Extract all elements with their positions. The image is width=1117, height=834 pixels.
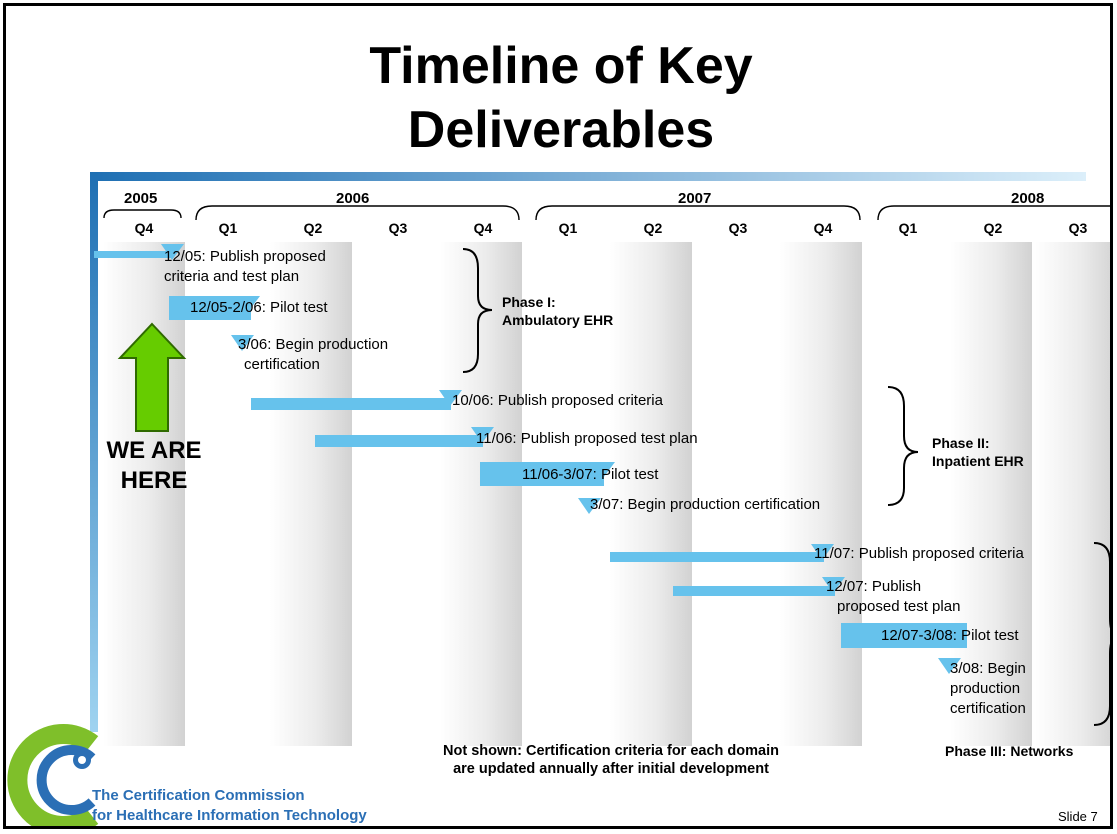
milestone-marker-m7 (578, 498, 601, 514)
bar-m9 (673, 586, 835, 596)
quarter-label: Q4 (134, 220, 154, 236)
year-label-2008: 2008 (1011, 190, 1045, 207)
milestone-label-m7: 3/07: Begin production certification (590, 496, 821, 513)
column-2005-q4 (103, 242, 185, 746)
up-arrow-icon (117, 322, 187, 432)
bar-m4 (251, 398, 451, 410)
column-2008-q2 (950, 242, 1032, 746)
cchit-logo-icon (7, 724, 99, 826)
quarter-label: Q1 (558, 220, 578, 236)
milestone-label-m11-line3: certification (950, 700, 1026, 717)
phase-3-label: Phase III: Networks (945, 743, 1074, 759)
header-line (90, 172, 1086, 181)
milestone-label-m5: 11/06: Publish proposed test plan (476, 430, 698, 447)
milestone-label-m6: 11/06-3/07: Pilot test (522, 466, 659, 483)
bar-m8 (610, 552, 824, 562)
timeline-graphics (7, 172, 1110, 826)
bar-m2 (169, 296, 251, 320)
year-label-2007: 2007 (678, 190, 712, 207)
brace-2007 (535, 205, 861, 221)
milestone-label-m2: 12/05-2/06: Pilot test (190, 299, 328, 316)
column-2006-q2 (270, 242, 352, 746)
milestone-label-m11-line1: 3/08: Begin (950, 660, 1026, 677)
column-2007-q3 (695, 242, 777, 746)
slide-title-line-2: Deliverables (407, 101, 715, 159)
organization-name-line2: for Healthcare Information Technology (92, 807, 367, 824)
bar-m5 (315, 435, 483, 447)
column-2006-q4 (440, 242, 522, 746)
quarter-label: Q3 (1068, 220, 1088, 236)
column-2007-q4 (780, 242, 862, 746)
quarter-label: Q1 (218, 220, 238, 236)
milestone-label-m1-line2: criteria and test plan (164, 268, 300, 285)
quarter-label: Q4 (473, 220, 493, 236)
phase1-brace (462, 248, 493, 373)
slide-frame: Timeline of Key Deliverables (3, 3, 1113, 829)
milestone-marker-m8 (811, 544, 834, 560)
phase-2-label-line1: Phase II: (932, 435, 990, 451)
milestone-label-m3-line2: certification (244, 356, 320, 373)
milestone-marker-m3 (231, 335, 254, 351)
organization-name-line1: The Certification Commission (92, 787, 305, 804)
brace-2006 (195, 205, 520, 221)
milestone-label-m8: 11/07: Publish proposed criteria (814, 545, 1024, 562)
brace-2005 (103, 209, 182, 219)
quarter-label: Q3 (728, 220, 748, 236)
milestone-marker-m9 (822, 577, 845, 593)
quarter-label: Q3 (388, 220, 408, 236)
column-2007-q1 (525, 242, 607, 746)
slide-title-line-1: Timeline of Key (369, 37, 753, 95)
quarter-label: Q1 (898, 220, 918, 236)
quarter-label: Q2 (643, 220, 663, 236)
column-2008-q3 (1035, 242, 1110, 746)
milestone-label-m1-line1: 12/05: Publish proposed (164, 248, 326, 265)
milestone-marker-m10 (939, 623, 962, 639)
bar-m6 (480, 462, 604, 486)
milestone-label-m9-line2: proposed test plan (837, 598, 961, 615)
phase-1-label-line2: Ambulatory EHR (502, 312, 614, 328)
bar-m1 (94, 251, 172, 258)
quarter-label: Q4 (813, 220, 833, 236)
slide-number: Slide 7 (1058, 809, 1098, 824)
column-2007-q2 (610, 242, 692, 746)
column-2008-q1 (865, 242, 947, 746)
we-are-here-line2: HERE (120, 467, 188, 494)
footnote-line2: are updated annually after initial devel… (453, 761, 769, 777)
milestone-marker-m2 (237, 296, 260, 312)
phase2-brace (887, 386, 919, 506)
we-are-here-line1: WE ARE (106, 437, 202, 464)
column-2006-q3 (355, 242, 437, 746)
milestone-marker-m11 (938, 658, 961, 674)
left-vertical-line (90, 172, 98, 732)
footnote-line1: Not shown: Certification criteria for ea… (443, 743, 779, 759)
phase-1-label-line1: Phase I: (502, 294, 556, 310)
year-label-2006: 2006 (336, 190, 370, 207)
milestone-label-m10: 12/07-3/08: Pilot test (881, 627, 1019, 644)
milestone-label-m9-line1: 12/07: Publish (826, 578, 922, 595)
milestone-marker-m4 (439, 390, 462, 406)
brace-2008 (877, 205, 1110, 221)
quarter-label: Q2 (303, 220, 323, 236)
column-2006-q1 (185, 242, 267, 746)
milestone-label-m4: 10/06: Publish proposed criteria (452, 392, 663, 409)
milestone-label-m3-line1: 3/06: Begin production (238, 336, 389, 353)
quarter-label: Q2 (983, 220, 1003, 236)
phase3-brace (1093, 542, 1110, 726)
milestone-marker-m1 (161, 244, 184, 260)
milestone-marker-m6 (592, 462, 615, 478)
milestone-marker-m5 (471, 427, 494, 443)
milestone-label-m11-line2: production (950, 680, 1021, 697)
phase-2-label-line2: Inpatient EHR (932, 453, 1024, 469)
year-label-2005: 2005 (124, 190, 158, 207)
